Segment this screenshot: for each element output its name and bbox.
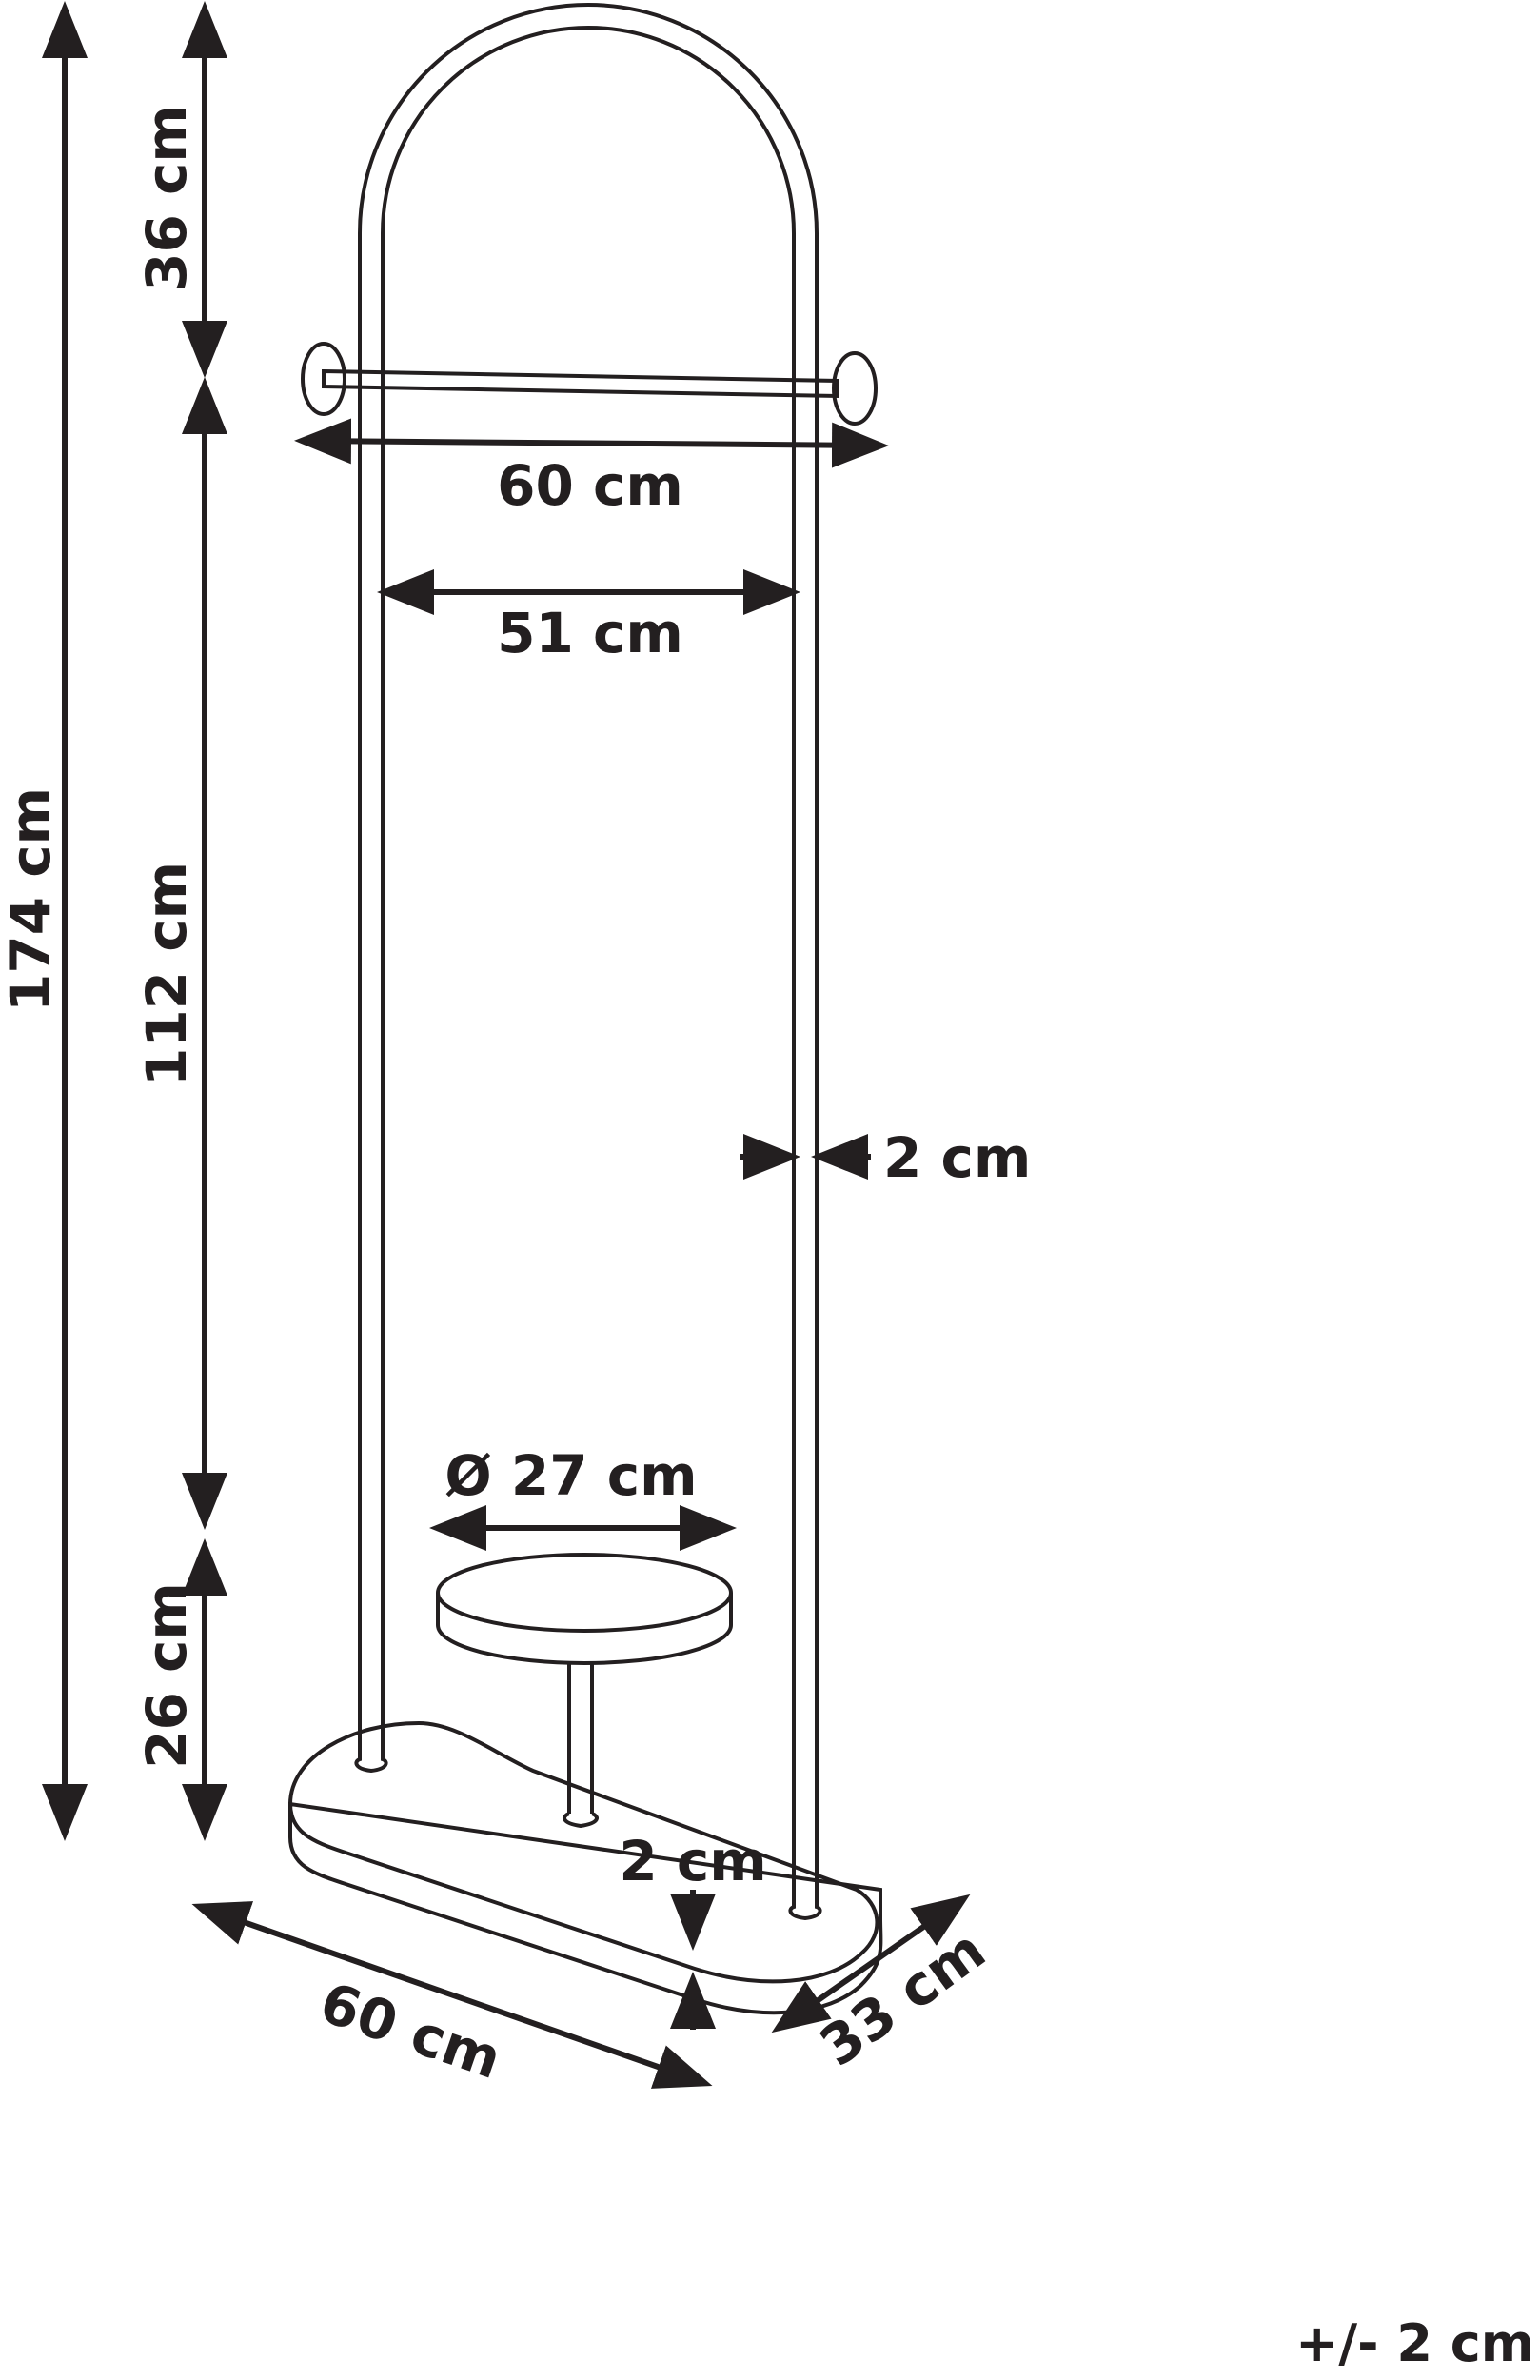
middle-height-label: 112 cm: [134, 862, 199, 1086]
tube-thickness-label: 2 cm: [883, 1125, 1031, 1190]
tray-diameter-label: Ø 27 cm: [444, 1443, 697, 1508]
stand-frame: [358, 3, 819, 1890]
inner-width-label: 51 cm: [497, 601, 683, 665]
top-height-label: 36 cm: [134, 105, 199, 291]
base-thickness-label: 2 cm: [619, 1829, 766, 1894]
rail-width-label: 60 cm: [497, 453, 683, 518]
round-tray: [436, 1553, 733, 1829]
tolerance-note: +/- 2 cm: [1295, 2313, 1534, 2373]
bottom-height-label: 26 cm: [134, 1582, 199, 1769]
dimension-arrows: [42, 1, 971, 2089]
base-length-label: 60 cm: [312, 1970, 509, 2092]
total-height-label: 174 cm: [0, 787, 63, 1012]
hanging-rail: [301, 342, 878, 426]
